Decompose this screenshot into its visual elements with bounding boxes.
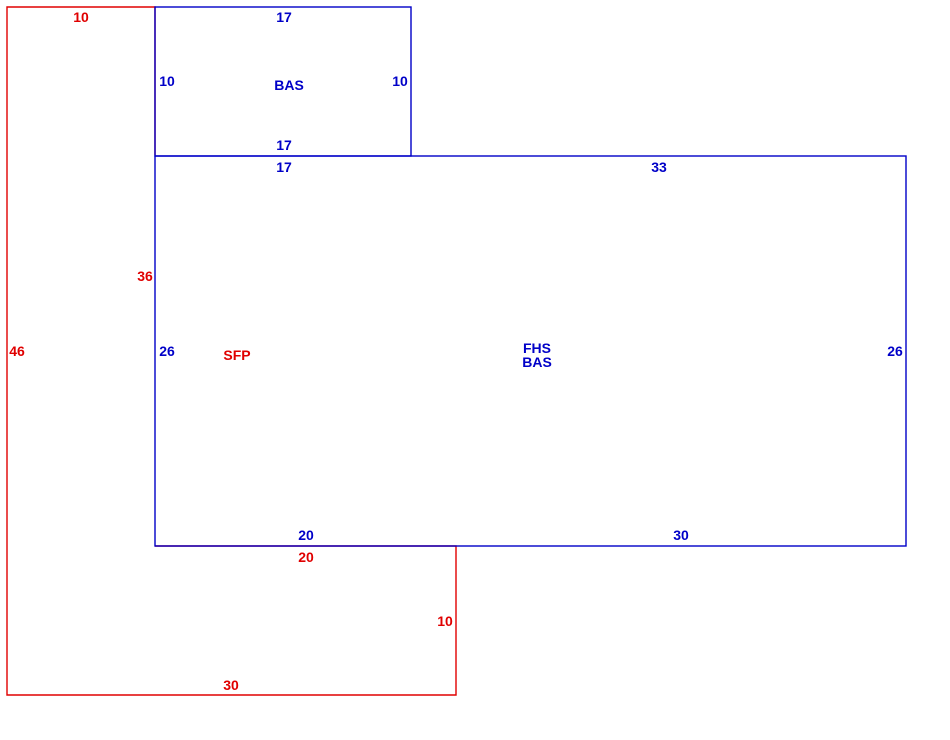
dim-main-bottom-left: 20	[298, 527, 314, 543]
area-label-bas-small: BAS	[274, 77, 304, 93]
dim-bas-small-right: 10	[392, 73, 408, 89]
dim-bas-small-left: 10	[159, 73, 175, 89]
dim-main-right: 26	[887, 343, 903, 359]
dim-main-top-right: 33	[651, 159, 667, 175]
dim-main-bottom-right: 30	[673, 527, 689, 543]
dim-sfp-inner-left: 36	[137, 268, 153, 284]
dim-sfp-bottom-inner: 20	[298, 549, 314, 565]
dim-bas-small-top: 17	[276, 9, 292, 25]
dim-sfp-top: 10	[73, 9, 89, 25]
dim-sfp-bottom: 30	[223, 677, 239, 693]
area-label-sfp: SFP	[223, 347, 250, 363]
area-label-fhs: FHS	[523, 340, 551, 356]
dim-sfp-outer-left: 46	[9, 343, 25, 359]
area-label-bas-main: BAS	[522, 354, 552, 370]
dim-main-top-left: 17	[276, 159, 292, 175]
dim-bas-small-bottom: 17	[276, 137, 292, 153]
dim-main-left: 26	[159, 343, 175, 359]
dim-sfp-right: 10	[437, 613, 453, 629]
main-outline	[154, 155, 907, 547]
